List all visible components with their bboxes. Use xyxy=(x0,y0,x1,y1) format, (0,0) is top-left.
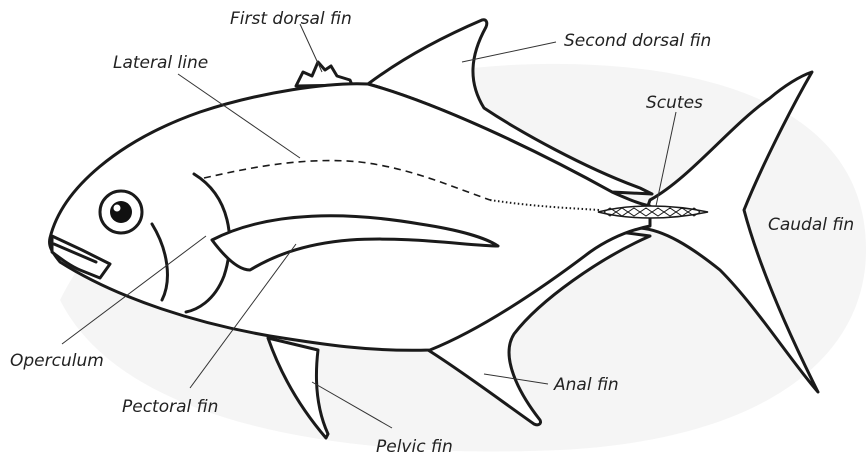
label-scutes: Scutes xyxy=(646,93,703,113)
leader-first-dorsal xyxy=(300,24,322,72)
label-lateral-line: Lateral line xyxy=(113,53,208,73)
label-first-dorsal-fin: First dorsal fin xyxy=(230,9,352,29)
label-pectoral-fin: Pectoral fin xyxy=(122,397,218,417)
label-pelvic-fin: Pelvic fin xyxy=(376,437,453,457)
label-anal-fin: Anal fin xyxy=(553,375,619,395)
eye-highlight xyxy=(114,205,121,212)
label-operculum: Operculum xyxy=(10,351,104,371)
eye-pupil xyxy=(110,201,132,223)
label-second-dorsal-fin: Second dorsal fin xyxy=(564,31,711,51)
label-caudal-fin: Caudal fin xyxy=(768,215,854,235)
first-dorsal-fin-shape xyxy=(296,62,352,86)
